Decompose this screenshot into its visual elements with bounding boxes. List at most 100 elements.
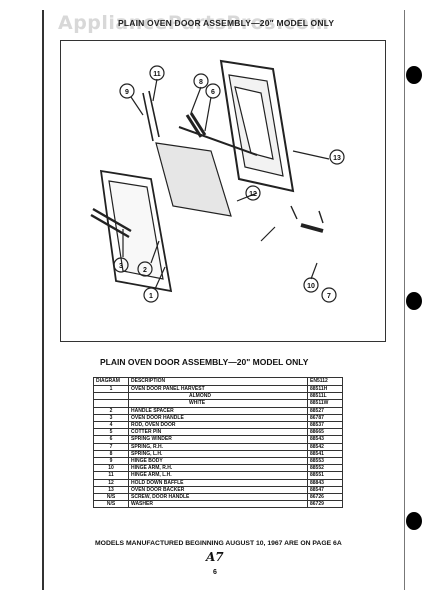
callout-circle-2 bbox=[137, 261, 153, 277]
callout-11: 11 bbox=[153, 71, 161, 78]
cell-diagram: 7 bbox=[93, 442, 129, 451]
cell-part: 88843 bbox=[307, 478, 343, 487]
callout-circle-7 bbox=[321, 287, 337, 303]
cell-description: SCREW, DOOR HANDLE bbox=[128, 493, 308, 502]
cell-part: 88553 bbox=[307, 457, 343, 466]
callout-13: 13 bbox=[333, 155, 341, 162]
cell-description: ROD, OVEN DOOR bbox=[128, 421, 308, 430]
cell-diagram: 2 bbox=[93, 406, 129, 415]
cell-diagram bbox=[93, 399, 129, 408]
cell-part: 88511H bbox=[307, 384, 343, 394]
binder-hole-top bbox=[406, 66, 422, 84]
cell-diagram: 13 bbox=[93, 485, 129, 495]
oven-door-panel-drawing bbox=[99, 169, 173, 293]
oven-door-backer-drawing bbox=[219, 59, 295, 193]
cell-description: COTTER PIN bbox=[128, 428, 308, 437]
cell-part: 88511W bbox=[307, 399, 343, 408]
cell-part: 88527 bbox=[307, 406, 343, 415]
cell-diagram: 4 bbox=[93, 421, 129, 430]
header-diagram: DIAGRAM bbox=[93, 377, 129, 386]
cell-part: 88537 bbox=[307, 421, 343, 430]
callout-circle-10 bbox=[303, 277, 319, 293]
table-header-row: DIAGRAM DESCRIPTION EN5112 bbox=[93, 377, 343, 386]
footer-note: MODELS MANUFACTURED BEGINNING AUGUST 10,… bbox=[95, 540, 342, 547]
spring-left-drawing bbox=[185, 112, 207, 138]
cell-diagram: 3 bbox=[93, 413, 129, 423]
callout-7: 7 bbox=[327, 293, 331, 300]
cell-description: HINGE ARM, L.H. bbox=[128, 471, 308, 480]
cell-part: 88552 bbox=[307, 464, 343, 473]
cell-part: 88543 bbox=[307, 435, 343, 444]
callout-circle-8 bbox=[193, 73, 209, 89]
cell-diagram: 6 bbox=[93, 435, 129, 444]
cell-description: HOLD DOWN BAFFLE bbox=[128, 478, 308, 487]
cell-description: WASHER bbox=[128, 500, 308, 509]
callout-9: 9 bbox=[125, 89, 129, 96]
exploded-diagram: 11 8 6 9 13 12 3 2 1 10 7 bbox=[60, 40, 386, 342]
cell-diagram bbox=[93, 392, 129, 401]
binder-hole-bottom bbox=[406, 512, 422, 530]
callout-circle-11 bbox=[149, 65, 165, 81]
cell-description: SPRING, L.H. bbox=[128, 449, 308, 459]
hinge-arm-left-drawing bbox=[142, 90, 160, 142]
cell-part: 88547 bbox=[307, 485, 343, 495]
cell-diagram: 5 bbox=[93, 428, 129, 437]
callout-circle-3 bbox=[113, 257, 129, 273]
callout-12: 12 bbox=[249, 191, 257, 198]
callout-8: 8 bbox=[199, 79, 203, 86]
cell-diagram: 8 bbox=[93, 449, 129, 459]
cell-part: 88541 bbox=[307, 449, 343, 459]
door-assembly-drawing: 11 8 6 9 13 12 3 2 1 10 7 bbox=[90, 59, 345, 303]
spring-right-drawing bbox=[300, 223, 324, 233]
cell-description: OVEN DOOR BACKER bbox=[128, 485, 308, 495]
cell-diagram: 10 bbox=[93, 464, 129, 473]
callout-circle-9 bbox=[119, 83, 135, 99]
header-title: PLAIN OVEN DOOR ASSEMBLY—20" MODEL ONLY bbox=[118, 18, 335, 28]
cell-description: HANDLE SPACER bbox=[128, 406, 308, 415]
callout-1: 1 bbox=[149, 293, 153, 300]
callout-circle-12 bbox=[245, 185, 261, 201]
cell-diagram: N/S bbox=[93, 493, 129, 502]
cell-part: 88542 bbox=[307, 442, 343, 451]
cell-part: 88551 bbox=[307, 471, 343, 480]
cell-description: HINGE BODY bbox=[128, 457, 308, 466]
cell-description: WHITE bbox=[128, 399, 308, 408]
cell-diagram: 12 bbox=[93, 478, 129, 487]
cell-part: 88511L bbox=[307, 392, 343, 401]
cell-part: 86787 bbox=[307, 413, 343, 423]
callout-circle-1 bbox=[143, 287, 159, 303]
cell-description: SPRING WINDER bbox=[128, 435, 308, 444]
cell-diagram: 11 bbox=[93, 471, 129, 480]
binder-hole-middle bbox=[406, 292, 422, 310]
cell-description: ALMOND bbox=[128, 392, 308, 401]
callout-2: 2 bbox=[143, 267, 147, 274]
header-part: EN5112 bbox=[307, 377, 343, 386]
callout-6: 6 bbox=[211, 89, 215, 96]
callout-circle-6 bbox=[205, 83, 221, 99]
header-description: DESCRIPTION bbox=[128, 377, 308, 386]
section-title: PLAIN OVEN DOOR ASSEMBLY—20" MODEL ONLY bbox=[100, 357, 309, 367]
cell-description: SPRING, R.H. bbox=[128, 442, 308, 451]
hold-down-baffle-drawing bbox=[155, 142, 232, 217]
cell-description: OVEN DOOR HANDLE bbox=[128, 413, 308, 423]
cell-part: 86726 bbox=[307, 493, 343, 502]
cell-diagram: 9 bbox=[93, 457, 129, 466]
cell-diagram: N/S bbox=[93, 500, 129, 509]
cell-description: HINGE ARM, R.H. bbox=[128, 464, 308, 473]
watermark: AppliancePartsPros.com bbox=[58, 12, 330, 34]
